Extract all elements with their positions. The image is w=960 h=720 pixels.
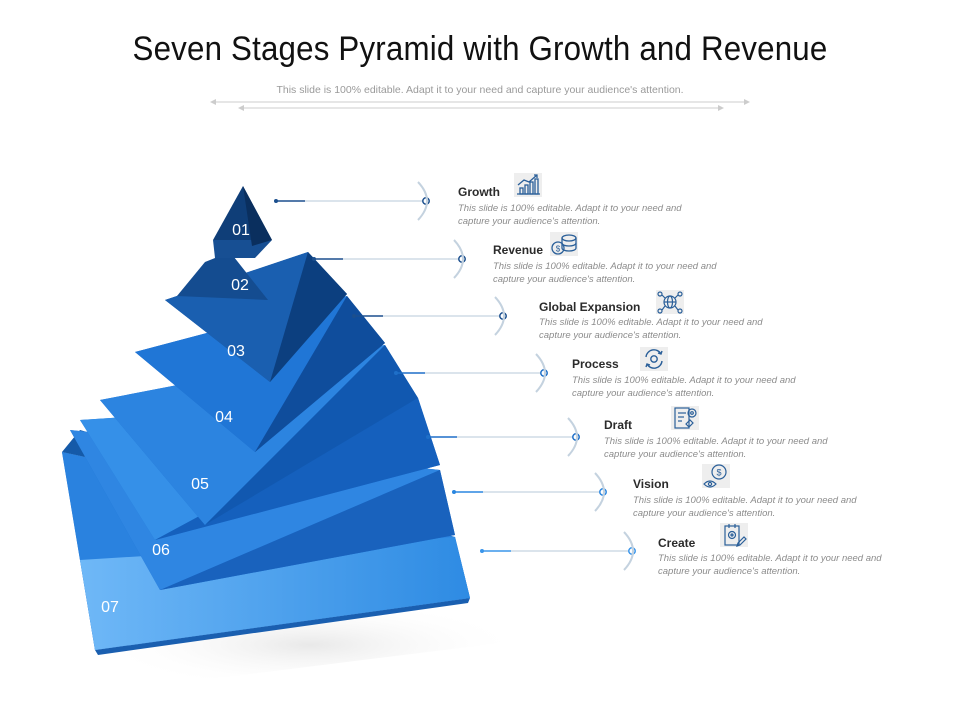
tier-number-03: 03 [227, 343, 245, 360]
coins-dollar-icon: $ [550, 232, 578, 256]
stage-label-create: Create [658, 536, 696, 550]
tier-number-02: 02 [231, 277, 249, 294]
connector-04 [394, 353, 548, 393]
globe-network-icon [656, 290, 684, 314]
stage-label-draft: Draft [604, 418, 633, 432]
stage-label-process: Process [572, 357, 619, 371]
stage-label-vision: Vision [633, 477, 669, 491]
connector-05 [426, 417, 580, 457]
vision-dollar-icon: $ [702, 464, 730, 488]
tier-number-06: 06 [152, 542, 170, 559]
stage-desc-growth: This slide is 100% editable. Adapt it to… [458, 203, 682, 227]
svg-text:$: $ [556, 245, 561, 254]
tier-number-07: 07 [101, 599, 119, 616]
connectors [274, 181, 636, 571]
stage-label-revenue: Revenue [493, 243, 544, 257]
stage-desc-vision: This slide is 100% editable. Adapt it to… [633, 495, 857, 519]
stage-desc-revenue: This slide is 100% editable. Adapt it to… [493, 261, 717, 285]
tier-number-01: 01 [232, 222, 250, 239]
stage-desc-global-expansion: This slide is 100% editable. Adapt it to… [539, 317, 763, 341]
process-cycle-icon [640, 347, 668, 371]
growth-chart-icon [514, 173, 542, 197]
subtitle-rule [210, 99, 750, 111]
stage-desc-create: This slide is 100% editable. Adapt it to… [658, 553, 882, 577]
svg-text:$: $ [716, 468, 721, 478]
draft-document-icon [671, 406, 699, 430]
page-subtitle: This slide is 100% editable. Adapt it to… [276, 84, 684, 96]
stage-desc-draft: This slide is 100% editable. Adapt it to… [604, 436, 828, 460]
pyramid-tier-01[interactable] [177, 186, 272, 300]
tier-number-05: 05 [191, 476, 209, 493]
pyramid-shadow [95, 600, 525, 690]
stage-desc-process: This slide is 100% editable. Adapt it to… [572, 375, 796, 399]
connector-03 [352, 296, 507, 336]
connector-02 [312, 239, 466, 279]
stage-label-growth: Growth [458, 185, 500, 199]
connector-06 [452, 472, 607, 512]
stage-label-global-expansion: Global Expansion [539, 300, 641, 314]
pyramid-tier-02[interactable] [165, 252, 347, 382]
page-title: Seven Stages Pyramid with Growth and Rev… [132, 30, 828, 68]
create-document-icon [720, 523, 748, 547]
tier-number-04: 04 [215, 409, 233, 426]
connector-01 [274, 181, 430, 221]
connector-07 [480, 531, 636, 571]
